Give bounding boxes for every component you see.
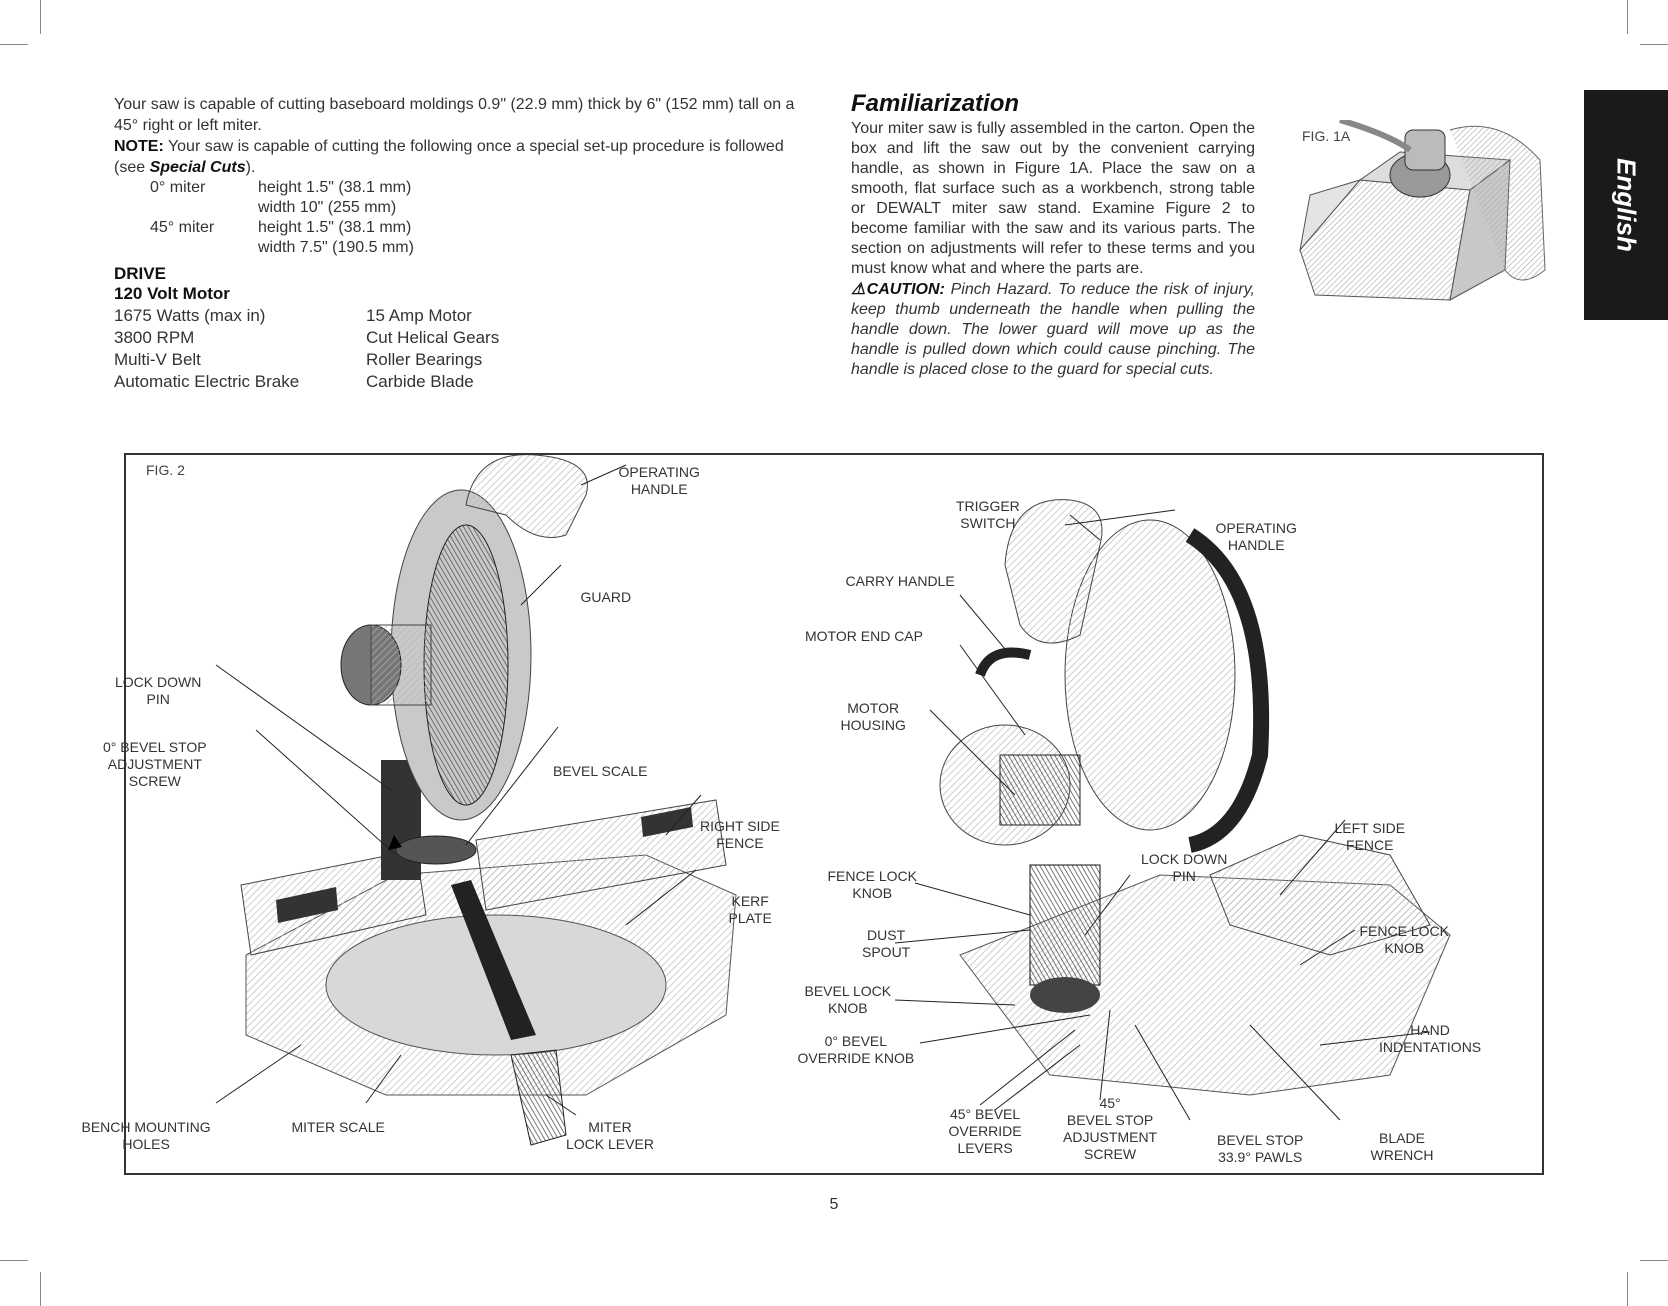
fig-1a-illustration <box>1299 120 1546 301</box>
label-motor-end-cap: MOTOR END CAP <box>805 628 923 644</box>
caution-paragraph: ⚠CAUTION: Pinch Hazard. To reduce the ri… <box>851 280 1255 380</box>
caution-label: ⚠CAUTION: <box>851 281 945 298</box>
list-item: 3800 RPM <box>114 328 195 347</box>
caution-text: Pinch Hazard. To reduce the risk of inju… <box>851 281 1255 378</box>
label-bevel-scale: BEVEL SCALE <box>553 763 648 779</box>
miter-angle: 0° miter <box>150 179 206 196</box>
miter-saw-front-view <box>215 455 737 1146</box>
cut-height: height 1.5" (38.1 mm) <box>258 179 412 196</box>
language-tab-label: English <box>1611 158 1642 252</box>
crop-mark <box>0 44 28 45</box>
familiarization-body: Your miter saw is fully assembled in the… <box>851 120 1255 277</box>
fig-2-frame <box>124 453 1544 1175</box>
cut-height: height 1.5" (38.1 mm) <box>258 219 412 236</box>
language-tab: English <box>1584 90 1668 320</box>
list-item: Cut Helical Gears <box>366 328 500 347</box>
list-item: Roller Bearings <box>366 350 483 369</box>
fig-1a-label: FIG. 1A <box>1302 128 1351 144</box>
crop-mark <box>1640 1260 1668 1261</box>
note-text-end: ). <box>245 159 256 176</box>
page-number: 5 <box>829 1196 839 1213</box>
drive-specs-list: 1675 Watts (max in) 15 Amp Motor 3800 RP… <box>114 305 566 393</box>
crop-mark <box>40 0 41 34</box>
intro-paragraph: Your saw is capable of cutting baseboard… <box>114 96 795 134</box>
drive-heading: DRIVE <box>114 264 166 283</box>
special-cuts-reference: Special Cuts <box>149 159 246 176</box>
list-item: Automatic Electric Brake <box>114 372 300 391</box>
miter-angle: 45° miter <box>150 219 215 236</box>
label-carry-handle: CARRY HANDLE <box>845 573 955 589</box>
table-row: width 10" (255 mm) <box>150 198 414 218</box>
table-row: 45° miter height 1.5" (38.1 mm) <box>150 218 414 238</box>
note-label: NOTE: <box>114 138 164 155</box>
capacity-table: 0° miter height 1.5" (38.1 mm) width 10"… <box>150 178 414 258</box>
crop-mark <box>1640 44 1668 45</box>
list-item: 15 Amp Motor <box>366 306 472 325</box>
list-item: Carbide Blade <box>366 372 474 391</box>
crop-mark <box>0 1260 28 1261</box>
table-row: width 7.5" (190.5 mm) <box>150 238 414 258</box>
list-item: 1675 Watts (max in) <box>114 306 266 325</box>
crop-mark <box>40 1272 41 1306</box>
motor-subheading: 120 Volt Motor <box>114 284 230 303</box>
table-row: 0° miter height 1.5" (38.1 mm) <box>150 178 414 198</box>
cut-width: width 7.5" (190.5 mm) <box>258 239 414 256</box>
label-miter-scale: MITER SCALE <box>291 1119 385 1135</box>
note-text: Your saw is capable of cutting the follo… <box>114 138 784 176</box>
crop-mark <box>1627 0 1628 34</box>
list-item: Multi-V Belt <box>114 350 201 369</box>
familiarization-heading: Familiarization <box>851 90 1020 117</box>
crop-mark <box>1627 1272 1628 1306</box>
fig-2-label: FIG. 2 <box>146 462 185 478</box>
cut-width: width 10" (255 mm) <box>258 199 397 216</box>
miter-saw-rear-view <box>894 499 1451 1121</box>
note-paragraph: NOTE: Your saw is capable of cutting the… <box>114 136 814 178</box>
label-guard: GUARD <box>580 589 632 605</box>
